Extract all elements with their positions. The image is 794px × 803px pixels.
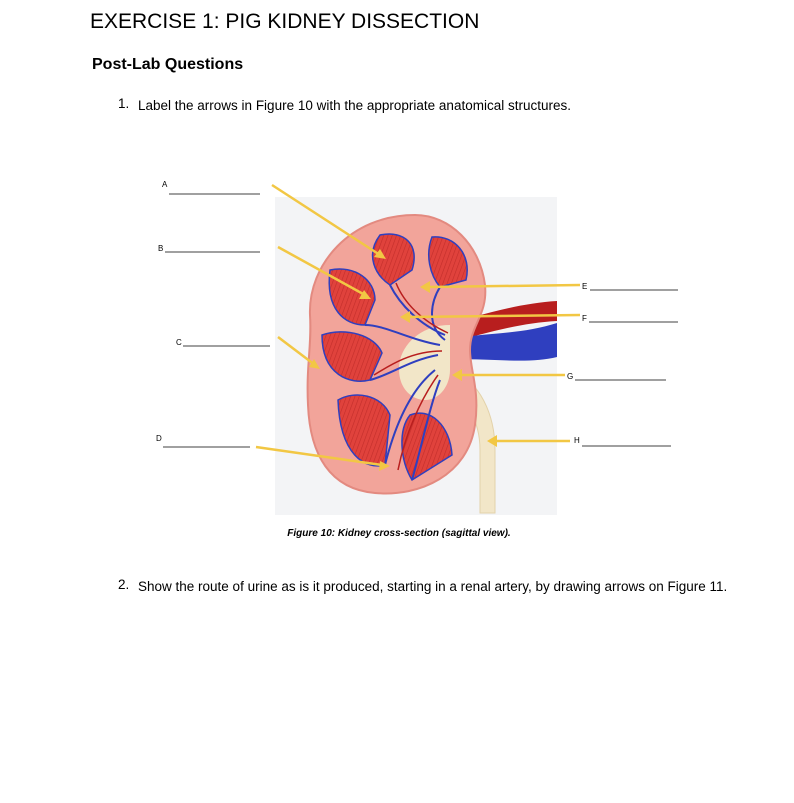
question-2-number: 2. [118, 577, 130, 592]
interlobar-vessels [364, 284, 446, 481]
section-subtitle: Post-Lab Questions [92, 56, 244, 73]
arrow-h [487, 435, 570, 447]
kidney-figure: A B C D E F G H [150, 175, 710, 525]
interlobar-arteries [373, 282, 449, 471]
arrow-b [277, 245, 371, 299]
page-title: EXERCISE 1: PIG KIDNEY DISSECTION [90, 10, 480, 33]
question-1-number: 1. [118, 96, 130, 111]
figure-caption-text: Figure 10: Kidney cross-section (sagitta… [287, 528, 511, 539]
arrow-c [277, 336, 320, 369]
arrow-e [420, 281, 581, 293]
question-2-text: Show the route of urine as is it produce… [138, 579, 728, 594]
label-g: G [567, 372, 573, 381]
arrow-f [400, 311, 581, 323]
arrow-d [255, 445, 390, 471]
figure-caption: Figure 10: Kidney cross-section (sagitta… [0, 528, 794, 539]
label-b: B [158, 244, 163, 253]
arrow-g [452, 369, 565, 381]
question-1-text: Label the arrows in Figure 10 with the a… [138, 98, 571, 113]
label-a: A [162, 180, 168, 189]
label-h: H [574, 436, 580, 445]
renal-pyramid [371, 233, 415, 286]
label-f: F [582, 314, 587, 323]
label-d: D [156, 434, 162, 443]
label-e: E [582, 282, 587, 291]
renal-pyramid [428, 236, 468, 288]
arrow-a [271, 183, 386, 259]
label-c: C [176, 338, 182, 347]
